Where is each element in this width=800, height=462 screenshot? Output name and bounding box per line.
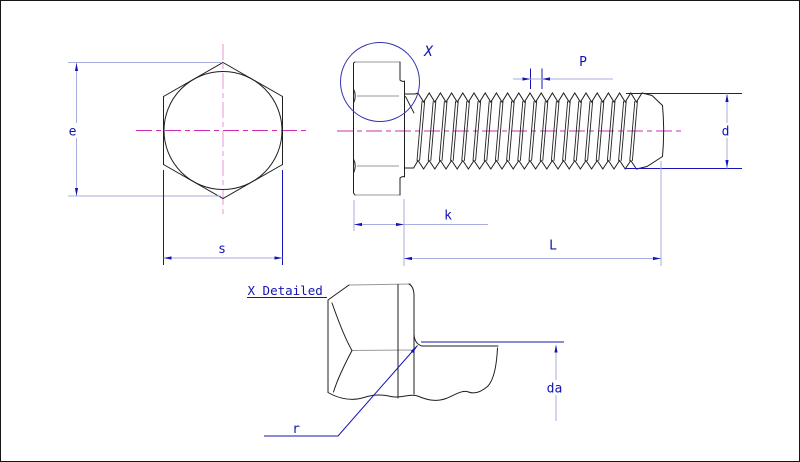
front-view: e s	[67, 44, 310, 265]
dimension-l-label: L	[549, 239, 557, 254]
hex-head-outline	[163, 61, 283, 200]
dimension-da-label: da	[547, 382, 563, 397]
dimension-p-arrows	[522, 77, 550, 81]
dimension-s: s	[163, 170, 283, 265]
dimension-da-arrow	[554, 344, 558, 353]
dimension-s-label: s	[218, 242, 226, 257]
head-soft-edges	[355, 61, 400, 196]
detail-callout-circle	[340, 42, 420, 122]
detail-soft-edges	[348, 283, 412, 351]
dimension-d-extension-lines	[626, 93, 742, 169]
dimension-p-label: P	[579, 55, 587, 70]
dimension-r-label: r	[292, 422, 300, 437]
hex-head-inscribed-circle	[163, 71, 283, 190]
detail-outline	[327, 283, 499, 401]
dimension-d-label-bg	[719, 123, 732, 138]
detail-callout-label: X	[423, 44, 434, 60]
detail-view: X Detailed da r	[247, 283, 564, 437]
dimension-d-arrows	[725, 94, 729, 168]
thread-bottom-profile	[404, 156, 663, 170]
dimension-l-lines	[404, 161, 662, 266]
detail-title: X Detailed	[248, 283, 323, 298]
dimension-k: k	[353, 199, 488, 266]
dimension-d: d	[626, 93, 742, 169]
thread-flank-lines	[405, 96, 638, 161]
thread-top-profile	[404, 92, 663, 106]
side-view: X P d k L	[337, 42, 742, 266]
dimension-e-label-bg	[67, 123, 78, 138]
dimension-k-lines	[353, 199, 488, 266]
dimension-r-leader	[264, 345, 418, 437]
dimension-e-label: e	[69, 125, 77, 140]
dimension-d-label: d	[722, 125, 730, 140]
dimension-s-extension-lines	[163, 170, 283, 265]
dimension-e: e	[67, 62, 221, 197]
dimension-r-arrow	[410, 345, 418, 353]
dimension-k-label: k	[444, 209, 452, 224]
dimension-e-lines	[68, 62, 221, 197]
dimension-p: P	[513, 55, 613, 89]
dimension-da: da	[421, 341, 564, 421]
dimension-da-label-bg	[546, 380, 563, 395]
dimension-r: r	[264, 345, 418, 437]
bolt-end-face	[662, 105, 665, 157]
head-outline	[353, 61, 405, 196]
dimension-l: L	[404, 161, 662, 266]
